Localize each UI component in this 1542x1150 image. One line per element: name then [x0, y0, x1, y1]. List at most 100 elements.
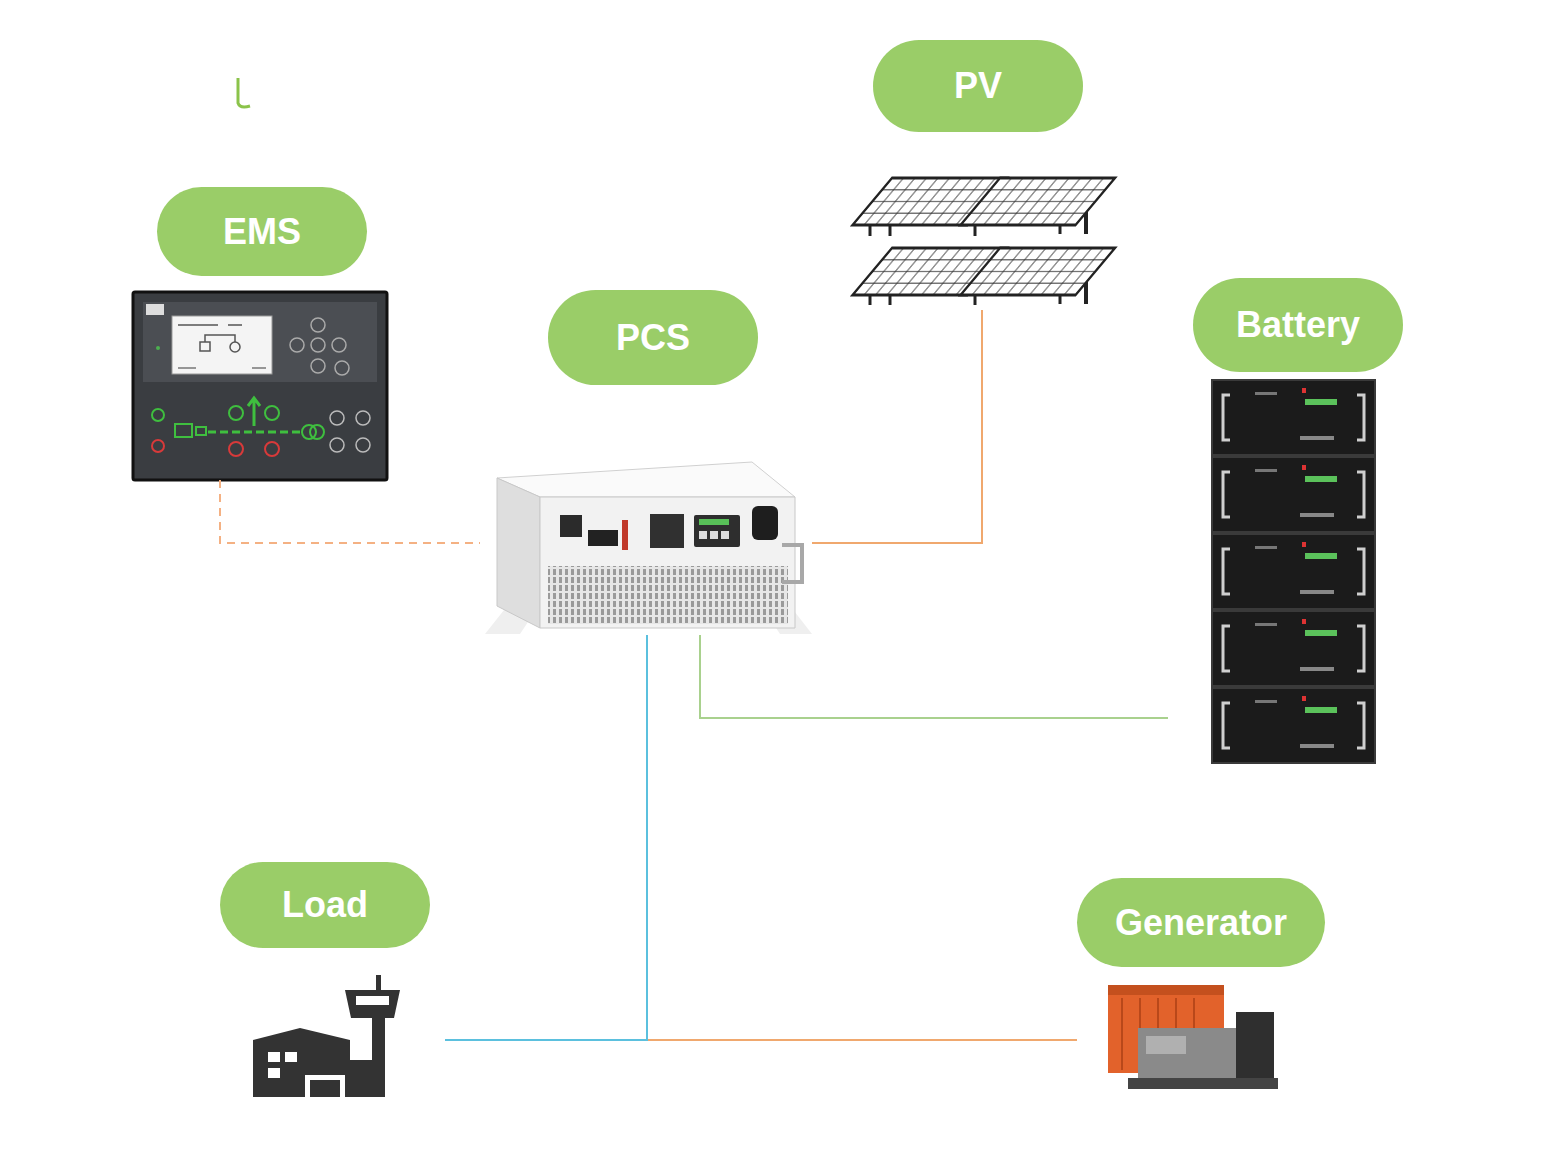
panel-key — [699, 531, 707, 539]
battery-rack — [1212, 380, 1375, 763]
module-badge — [1305, 399, 1337, 405]
tower-antenna — [376, 975, 381, 991]
system-node: Battery — [1168, 278, 1428, 763]
module-badge — [1305, 476, 1337, 482]
connector-line — [812, 310, 982, 543]
building-door — [310, 1080, 340, 1097]
module-badge — [1305, 553, 1337, 559]
connector — [588, 530, 618, 546]
control-button — [330, 411, 344, 425]
unit-side — [497, 478, 540, 628]
breaker — [752, 506, 778, 540]
node-label: PCS — [616, 320, 690, 356]
screen-mark — [230, 342, 240, 352]
generator-set — [1108, 985, 1278, 1089]
battery-module — [1212, 380, 1375, 455]
module-led — [1302, 619, 1306, 624]
pcs-unit — [485, 462, 812, 634]
stop-button — [229, 442, 243, 456]
building-icon — [253, 975, 400, 1097]
module-handle — [1223, 472, 1230, 517]
tower-window — [356, 996, 389, 1005]
display-panel — [694, 515, 740, 547]
building-window — [268, 1052, 280, 1062]
system-node: EMS — [133, 187, 387, 480]
system-node: PV — [845, 40, 1120, 310]
module-led — [1302, 696, 1306, 701]
controller-logo — [146, 304, 164, 315]
module-mark — [1255, 623, 1277, 626]
stray-mark — [238, 78, 250, 107]
module-handle — [1223, 703, 1230, 748]
controller-bezel — [143, 302, 377, 382]
screen-mark — [228, 324, 242, 326]
mimic-symbol — [175, 424, 192, 437]
module-handle — [1357, 395, 1364, 440]
battery-module — [1212, 611, 1375, 686]
module-mark — [1300, 436, 1334, 440]
container-rib — [1121, 998, 1123, 1070]
stop-button — [265, 442, 279, 456]
label-pill: EMS — [157, 187, 367, 276]
label-pill: Load — [220, 862, 430, 948]
control-button — [311, 338, 325, 352]
node-label: Generator — [1115, 905, 1287, 941]
control-button — [330, 438, 344, 452]
system-node: Load — [220, 862, 445, 1100]
module-mark — [1255, 700, 1277, 703]
module-handle — [1357, 703, 1364, 748]
panel-key — [721, 531, 729, 539]
control-button — [311, 318, 325, 332]
container-roof — [1108, 985, 1224, 995]
screen-mark — [252, 367, 266, 369]
unit-handle — [782, 545, 802, 582]
control-button — [356, 438, 370, 452]
module-mark — [1255, 546, 1277, 549]
terminal-block — [650, 514, 684, 548]
mimic-symbol — [196, 427, 206, 435]
mimic-symbol — [310, 425, 324, 439]
module-led — [1302, 542, 1306, 547]
solar-panel — [961, 248, 1115, 295]
module-mark — [1300, 590, 1334, 594]
connector-line — [647, 635, 1077, 1040]
display-screen — [699, 519, 729, 525]
module-handle — [1223, 626, 1230, 671]
battery-module — [1212, 457, 1375, 532]
connector — [560, 515, 582, 537]
label-pill: Battery — [1193, 278, 1403, 372]
system-node: PCS — [480, 290, 812, 635]
node-label: EMS — [223, 214, 301, 250]
tower-shaft — [372, 1018, 385, 1097]
module-handle — [1357, 472, 1364, 517]
node-label: Battery — [1236, 307, 1360, 343]
ems-controller — [133, 292, 387, 480]
engine-detail — [1146, 1036, 1186, 1054]
mimic-symbol — [265, 406, 279, 420]
building-door — [305, 1075, 345, 1097]
module-mark — [1300, 667, 1334, 671]
controller-screen — [172, 316, 272, 374]
module-handle — [1223, 395, 1230, 440]
module-led — [1302, 388, 1306, 393]
screen-mark — [178, 324, 218, 326]
control-button — [356, 411, 370, 425]
connector-line — [445, 635, 647, 1040]
battery-module — [1212, 534, 1375, 609]
control-button — [290, 338, 304, 352]
building-window — [268, 1068, 280, 1078]
module-handle — [1223, 549, 1230, 594]
connector-line — [220, 480, 480, 543]
mimic-line — [208, 431, 300, 434]
node-label: Load — [282, 887, 368, 923]
building-wing — [350, 1060, 372, 1097]
solar-panels — [853, 178, 1115, 305]
label-pill: PCS — [548, 290, 758, 385]
control-button — [332, 338, 346, 352]
control-button — [335, 361, 349, 375]
module-handle — [1357, 626, 1364, 671]
label-pill: Generator — [1077, 878, 1325, 967]
building-body — [253, 1028, 350, 1097]
